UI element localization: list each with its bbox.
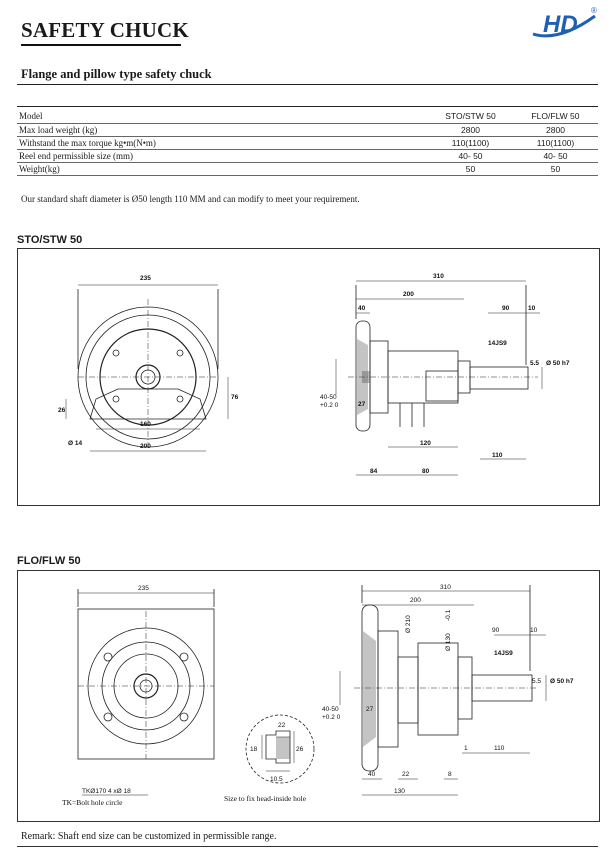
dim-210: Ø 210	[405, 615, 412, 633]
row-flo-value: 2800	[513, 123, 598, 137]
dim-8: 8	[448, 771, 452, 778]
dim-26: 26	[58, 407, 66, 414]
page-title: SAFETY CHUCK	[21, 18, 189, 42]
dim-160: 160	[140, 421, 151, 428]
dim-310: 310	[433, 273, 444, 280]
row-label: Weight(kg)	[17, 162, 428, 177]
logo-text: HD	[543, 11, 578, 38]
hd-logo: HD ®	[529, 4, 601, 44]
row-label: Withstand the max torque kg•m(N•m)	[17, 136, 428, 151]
bolt-circle-caption: TK=Bolt hole circle	[62, 798, 123, 807]
row-sto-value: 40- 50	[428, 149, 513, 164]
table-header-row: Model STO/STW 50 FLO/FLW 50	[17, 110, 598, 124]
dim-90: 90	[492, 627, 500, 634]
dim-40: 40	[368, 771, 376, 778]
dim-76: 76	[231, 394, 239, 401]
table-row: Withstand the max torque kg•m(N•m) 110(1…	[17, 136, 598, 151]
row-flo-value: 50	[513, 162, 598, 177]
drawing2-svg: 235 310 200 Ø 210 Ø 130 -0.1 90 10 14JS9…	[62, 584, 574, 807]
drawing1-label: STO/STW 50	[17, 234, 83, 246]
remark: Remark: Shaft end size can be customized…	[21, 831, 277, 842]
row-sto-value: 2800	[428, 123, 513, 137]
dim-5-5: 5.5	[530, 360, 539, 367]
dim-200: 200	[140, 443, 151, 450]
dim-40-50: 40-50	[320, 394, 337, 401]
bottom-rule	[17, 846, 598, 847]
dim-80: 80	[422, 468, 430, 475]
dim-235: 235	[140, 275, 151, 282]
row-label: Max load weight (kg)	[17, 123, 428, 137]
dim-14js9: 14JS9	[494, 650, 513, 657]
detail-dim-18: 18	[250, 746, 258, 753]
dim-tolerance: +0.2 0	[320, 402, 339, 409]
dim-84: 84	[370, 468, 378, 475]
row-label: Reel end permissible size (mm)	[17, 149, 428, 164]
dim-50h7: Ø 50 h7	[546, 360, 570, 367]
dim-10: 10	[530, 627, 538, 634]
dim-27: 27	[366, 706, 374, 713]
table-row: Weight(kg) 50 50	[17, 162, 598, 177]
table-row: Max load weight (kg) 2800 2800	[17, 123, 598, 137]
section-title: Flange and pillow type safety chuck	[21, 67, 212, 81]
dim-10: 10	[528, 305, 536, 312]
dim-5-5: 5.5	[532, 678, 541, 685]
row-flo-value: 110(1100)	[513, 136, 598, 151]
dim-40-50: 40-50	[322, 706, 339, 713]
spec-table: Model STO/STW 50 FLO/FLW 50 Max load wei…	[17, 110, 598, 177]
dim-90: 90	[502, 305, 510, 312]
dim-110: 110	[492, 452, 503, 459]
dim-14: Ø 14	[68, 440, 82, 447]
dim-50h7: Ø 50 h7	[550, 678, 574, 685]
dim-27: 27	[358, 401, 366, 408]
dim-14js9: 14JS9	[488, 340, 507, 347]
detail-dim-22: 22	[278, 722, 286, 729]
dim-200: 200	[410, 597, 421, 604]
table-row: Reel end permissible size (mm) 40- 50 40…	[17, 149, 598, 164]
head-hole-caption: Size to fix head-inside hole	[224, 794, 307, 803]
dim-22: 22	[402, 771, 410, 778]
row-sto-value: 50	[428, 162, 513, 177]
col-flo: FLO/FLW 50	[513, 110, 598, 124]
drawing1-svg: 235 26 Ø 14 160 200 76 310 200 40 90 10 …	[58, 273, 570, 476]
row-sto-value: 110(1100)	[428, 136, 513, 151]
section-rule	[17, 84, 598, 85]
bolt-circle-spec: TKØ170 4 xØ 18	[82, 788, 131, 795]
dim-tolerance: +0.2 0	[322, 714, 341, 721]
row-flo-value: 40- 50	[513, 149, 598, 164]
drawing1-frame: 235 26 Ø 14 160 200 76 310 200 40 90 10 …	[17, 248, 600, 506]
dim-200b: 200	[403, 291, 414, 298]
logo-swoosh	[532, 14, 596, 38]
dim-40: 40	[358, 305, 366, 312]
dim-120: 120	[420, 440, 431, 447]
dim-130b: 130	[394, 788, 405, 795]
drawing2-label: FLO/FLW 50	[17, 555, 81, 567]
dim-1: 1	[464, 745, 468, 752]
dim-310: 310	[440, 584, 451, 591]
dim-130-tol: -0.1	[445, 609, 452, 621]
logo-registered-mark: ®	[591, 6, 597, 15]
detail-dim-10-5: 10.5	[270, 776, 283, 783]
title-underline	[21, 44, 181, 46]
dim-130: Ø 130	[445, 633, 452, 651]
drawing2-frame: 235 310 200 Ø 210 Ø 130 -0.1 90 10 14JS9…	[17, 570, 600, 822]
table-top-rule	[17, 106, 598, 107]
shaft-note: Our standard shaft diameter is Ø50 lengt…	[21, 194, 360, 204]
col-sto: STO/STW 50	[428, 110, 513, 124]
dim-235: 235	[138, 585, 149, 592]
detail-dim-26: 26	[296, 746, 304, 753]
dim-110: 110	[494, 745, 505, 752]
col-model: Model	[17, 110, 428, 124]
